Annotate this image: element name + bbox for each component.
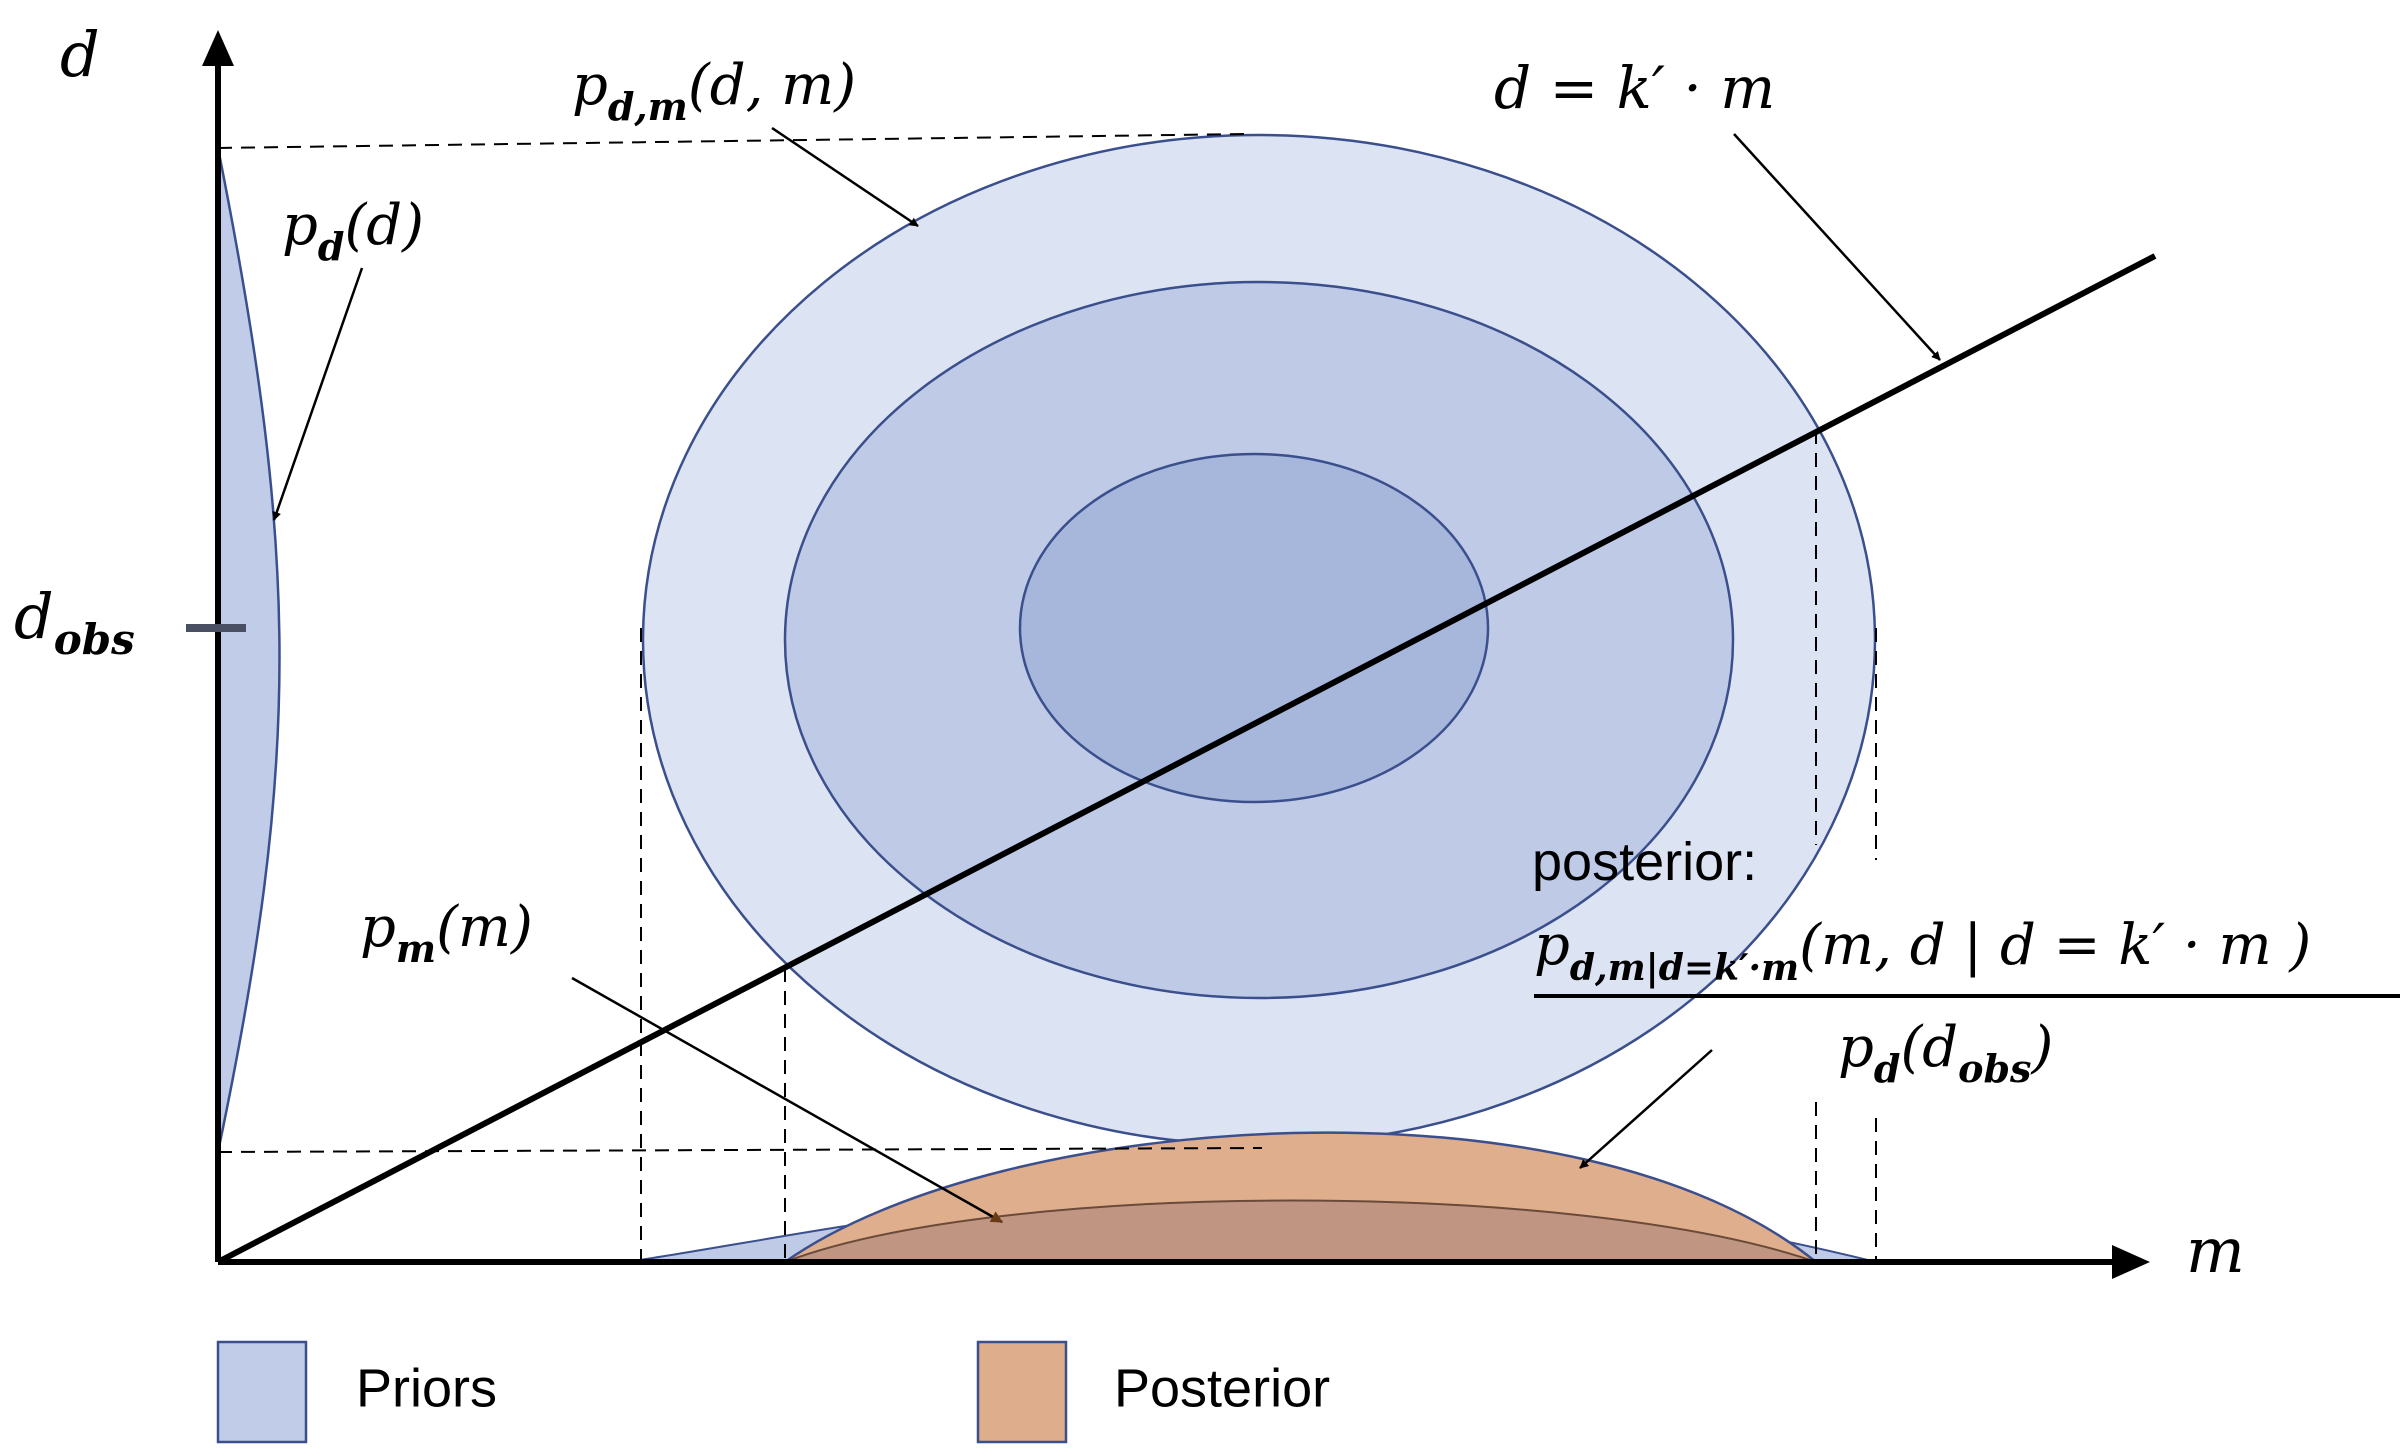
posterior-numerator: pd,m|d=k′·m(m, d | d = k′ · m ) xyxy=(1534,913,2311,989)
axes xyxy=(186,30,2150,1279)
y-axis-arrowhead xyxy=(202,30,234,66)
posterior-inner-curve xyxy=(784,1199,1817,1263)
joint-prior-label: pd,m(d, m) xyxy=(572,53,856,129)
legend-swatch-posterior xyxy=(976,1340,1068,1444)
arrow-marginal-m xyxy=(571,976,1004,1224)
posterior-title: posterior: xyxy=(1532,832,1757,892)
x-axis-label: m xyxy=(2186,1214,2245,1287)
x-axis-arrowhead xyxy=(2112,1245,2150,1279)
forward-model-label: d = k′ · m xyxy=(1494,54,1775,122)
arrow-marginal-d xyxy=(272,267,364,521)
joint-prior-contours xyxy=(641,133,1877,1147)
d-obs-label: dobs xyxy=(14,580,135,664)
legend: Priors Posterior xyxy=(216,1340,1330,1444)
prior-marginal-m-label: pm(m) xyxy=(360,895,533,971)
posterior-denominator: pd(dobs) xyxy=(1838,1015,2053,1091)
y-axis-label: d xyxy=(60,18,100,91)
arrow-line xyxy=(1733,133,1941,361)
legend-label-priors: Priors xyxy=(356,1358,497,1418)
prior-marginal-d-label: pd(d) xyxy=(282,193,424,269)
guide-top xyxy=(217,133,1246,149)
forward-model-line xyxy=(216,253,2157,1265)
arrow-joint xyxy=(771,126,919,228)
prior-marginal-d-curve xyxy=(216,147,281,1153)
guide-bottom xyxy=(217,1147,1263,1153)
legend-swatch-priors xyxy=(216,1340,308,1444)
arrow-posterior xyxy=(1579,1049,1713,1169)
annotation-arrows xyxy=(272,126,1941,1169)
legend-label-posterior: Posterior xyxy=(1114,1358,1330,1418)
joint-prior-inner xyxy=(1018,452,1490,804)
dashed-guides xyxy=(217,133,1877,1262)
